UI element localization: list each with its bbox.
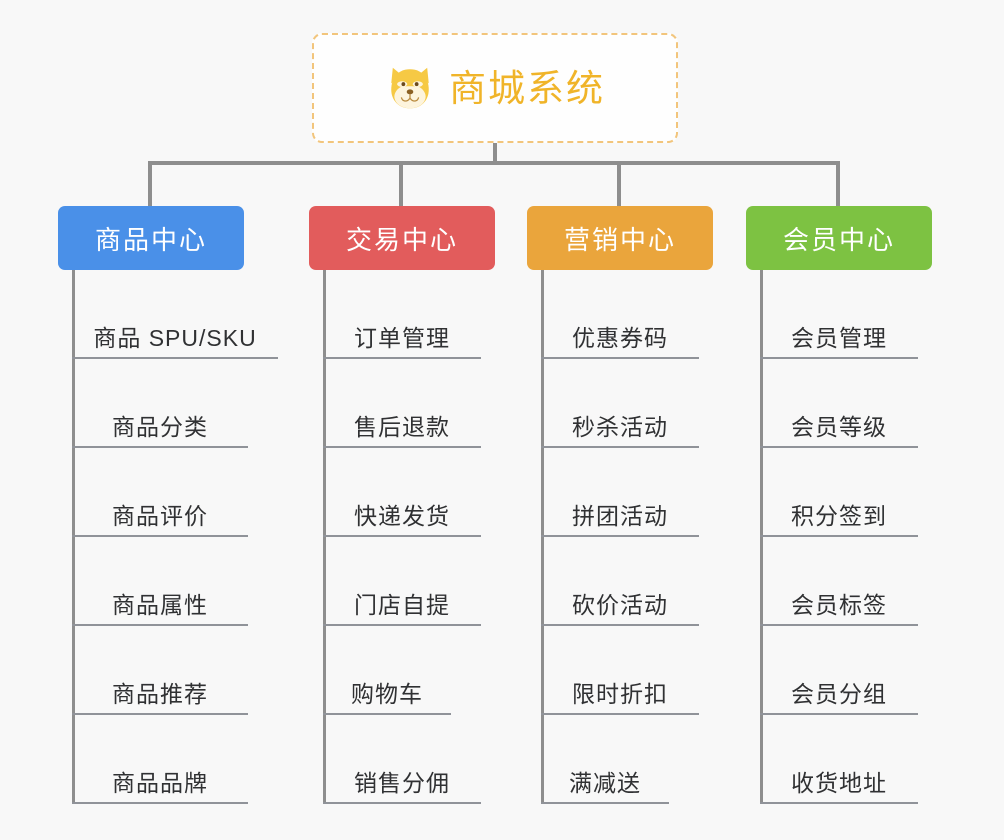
branch-item-list-2: 订单管理 售后退款 快递发货 门店自提 购物车 销售分佣 [309, 270, 495, 804]
branch-header-label: 交易中心 [345, 224, 458, 255]
list-item[interactable]: 商品评价 [72, 448, 248, 537]
branch-header-label: 营销中心 [563, 224, 676, 255]
list-item-label: 商品分类 [112, 414, 208, 441]
branch-column-3: 营销中心 优惠券码 秒杀活动 拼团活动 砍价活动 限时折扣 满减送 [527, 206, 713, 820]
branch-header-2[interactable]: 交易中心 [309, 206, 495, 270]
branch-item-list-3: 优惠券码 秒杀活动 拼团活动 砍价活动 限时折扣 满减送 [527, 270, 713, 804]
list-item-label: 优惠券码 [572, 325, 668, 352]
list-item-label: 收货地址 [791, 770, 887, 797]
list-item[interactable]: 商品品牌 [72, 715, 248, 804]
branch-column-4: 会员中心 会员管理 会员等级 积分签到 会员标签 会员分组 收货地址 [746, 206, 932, 820]
connector-root-stem [493, 143, 497, 165]
branch-column-1: 商品中心 商品 SPU/SKU 商品分类 商品评价 商品属性 商品推荐 商品品牌 [58, 206, 278, 820]
list-item[interactable]: 门店自提 [323, 537, 481, 626]
branch-item-list-1: 商品 SPU/SKU 商品分类 商品评价 商品属性 商品推荐 商品品牌 [58, 270, 278, 804]
root-node-label: 商城系统 [449, 67, 605, 109]
list-item-label: 会员分组 [791, 681, 887, 708]
list-item[interactable]: 收货地址 [760, 715, 918, 804]
branch-header-label: 会员中心 [782, 224, 895, 255]
branch-trunk-4 [760, 270, 763, 804]
list-item[interactable]: 售后退款 [323, 359, 481, 448]
branch-header-3[interactable]: 营销中心 [527, 206, 713, 270]
list-item-label: 满减送 [569, 770, 641, 797]
list-item[interactable]: 商品推荐 [72, 626, 248, 715]
list-item-label: 积分签到 [791, 503, 887, 530]
dog-face-icon [391, 67, 429, 109]
branch-trunk-1 [72, 270, 75, 804]
branch-header-4[interactable]: 会员中心 [746, 206, 932, 270]
list-item[interactable]: 会员管理 [760, 270, 918, 359]
list-item[interactable]: 销售分佣 [323, 715, 481, 804]
list-item[interactable]: 满减送 [541, 715, 669, 804]
list-item[interactable]: 会员等级 [760, 359, 918, 448]
list-item[interactable]: 砍价活动 [541, 537, 699, 626]
connector-drop-2 [399, 161, 403, 208]
list-item-label: 砍价活动 [572, 592, 668, 619]
list-item-label: 会员管理 [791, 325, 887, 352]
branch-trunk-3 [541, 270, 544, 804]
list-item[interactable]: 订单管理 [323, 270, 481, 359]
connector-horizontal-bus [148, 161, 840, 165]
list-item-label: 商品推荐 [112, 681, 208, 708]
list-item[interactable]: 拼团活动 [541, 448, 699, 537]
connector-drop-3 [617, 161, 621, 208]
list-item-label: 会员等级 [791, 414, 887, 441]
list-item[interactable]: 优惠券码 [541, 270, 699, 359]
branch-item-list-4: 会员管理 会员等级 积分签到 会员标签 会员分组 收货地址 [746, 270, 932, 804]
list-item-label: 售后退款 [354, 414, 450, 441]
list-item-label: 快递发货 [354, 503, 450, 530]
list-item-label: 购物车 [351, 681, 423, 708]
list-item[interactable]: 快递发货 [323, 448, 481, 537]
list-item-label: 订单管理 [354, 325, 450, 352]
list-item[interactable]: 购物车 [323, 626, 451, 715]
branch-header-1[interactable]: 商品中心 [58, 206, 244, 270]
list-item[interactable]: 商品分类 [72, 359, 248, 448]
list-item-label: 门店自提 [354, 592, 450, 619]
list-item-label: 商品评价 [112, 503, 208, 530]
list-item[interactable]: 会员分组 [760, 626, 918, 715]
list-item-label: 商品属性 [112, 592, 208, 619]
list-item-label: 拼团活动 [572, 503, 668, 530]
list-item[interactable]: 商品 SPU/SKU [72, 270, 278, 359]
list-item[interactable]: 会员标签 [760, 537, 918, 626]
list-item[interactable]: 限时折扣 [541, 626, 699, 715]
list-item[interactable]: 积分签到 [760, 448, 918, 537]
list-item-label: 销售分佣 [354, 770, 450, 797]
branch-column-2: 交易中心 订单管理 售后退款 快递发货 门店自提 购物车 销售分佣 [309, 206, 495, 820]
list-item[interactable]: 秒杀活动 [541, 359, 699, 448]
list-item-label: 会员标签 [791, 592, 887, 619]
list-item-label: 秒杀活动 [572, 414, 668, 441]
branch-header-label: 商品中心 [94, 224, 207, 255]
root-node[interactable]: 商城系统 [312, 33, 678, 143]
list-item-label: 商品 SPU/SKU [93, 325, 257, 352]
branch-trunk-2 [323, 270, 326, 804]
connector-drop-1 [148, 161, 152, 208]
list-item[interactable]: 商品属性 [72, 537, 248, 626]
connector-drop-4 [836, 161, 840, 208]
list-item-label: 商品品牌 [112, 770, 208, 797]
list-item-label: 限时折扣 [572, 681, 668, 708]
